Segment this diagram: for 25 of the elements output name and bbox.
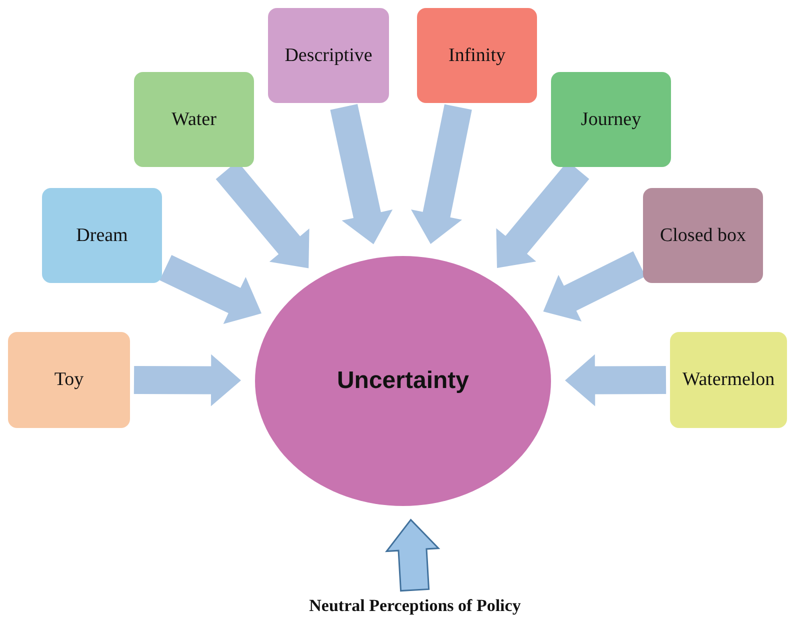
- concept-box: [8, 332, 130, 428]
- block-arrow: [411, 104, 472, 244]
- node-label: Water: [170, 108, 218, 130]
- node-label: Dream: [75, 224, 129, 246]
- node-label: Watermelon: [681, 369, 776, 391]
- concept-box: [417, 8, 537, 103]
- caption-text: Neutral Perceptions of Policy: [308, 596, 522, 616]
- node-label: Descriptive: [284, 44, 374, 66]
- node-label: Toy: [53, 369, 85, 391]
- node-label: Infinity: [448, 44, 506, 66]
- concept-box: [670, 332, 787, 428]
- block-arrow: [385, 518, 440, 592]
- concept-box: [551, 72, 671, 167]
- concept-box: [643, 188, 763, 283]
- node-label: Uncertainty: [336, 367, 470, 395]
- concept-box: [42, 188, 162, 283]
- node-label: Closed box: [658, 224, 748, 246]
- block-arrow: [330, 104, 393, 244]
- block-arrow: [160, 255, 262, 324]
- concept-box: [268, 8, 389, 103]
- concept-box: [134, 72, 254, 167]
- block-arrow: [134, 354, 241, 406]
- node-label: Journey: [580, 108, 642, 130]
- block-arrow: [543, 251, 646, 322]
- block-arrow: [565, 354, 666, 406]
